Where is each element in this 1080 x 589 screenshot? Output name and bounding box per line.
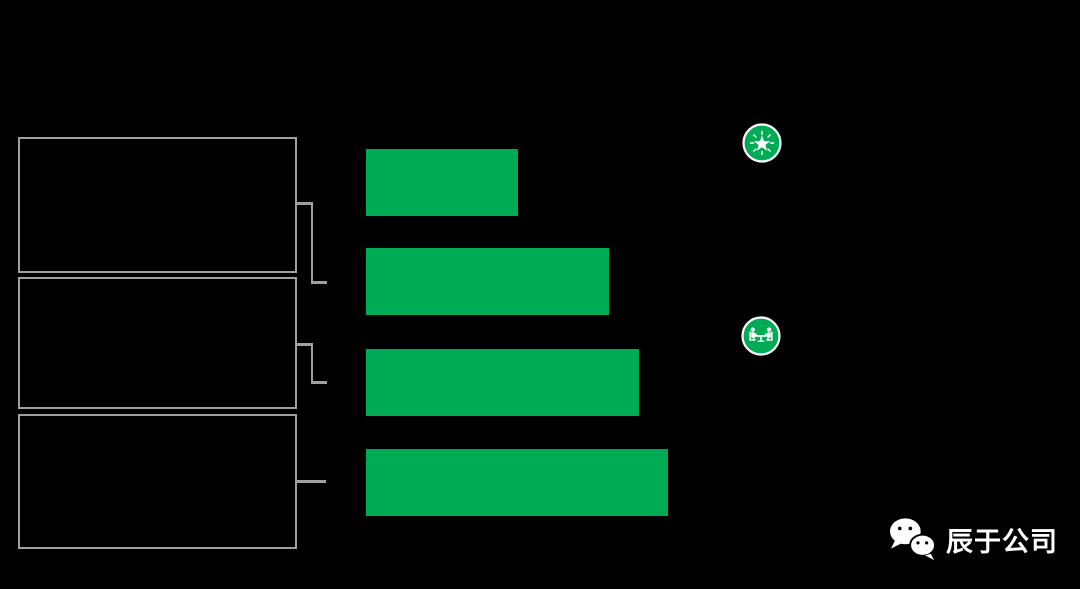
star-burst-icon	[742, 123, 782, 163]
wechat-logo-icon	[890, 518, 936, 561]
connector-box1-v	[310, 202, 313, 283]
connector-box3-h	[297, 480, 326, 483]
connector-box1-h1	[297, 202, 312, 205]
annotation-box-3	[18, 414, 297, 549]
brand-footer: 辰于公司	[886, 514, 1058, 564]
connector-box2-v	[310, 343, 313, 383]
bar-3	[366, 349, 639, 416]
annotation-box-2	[18, 277, 297, 409]
connector-box1-h2	[310, 281, 327, 284]
bar-1	[366, 149, 518, 216]
bar-2	[366, 248, 609, 315]
meeting-icon	[741, 316, 781, 356]
connector-box2-h2	[310, 381, 327, 384]
annotation-box-1	[18, 137, 297, 273]
brand-name: 辰于公司	[946, 526, 1058, 557]
bar-4	[366, 449, 668, 516]
connector-box2-h1	[297, 343, 312, 346]
